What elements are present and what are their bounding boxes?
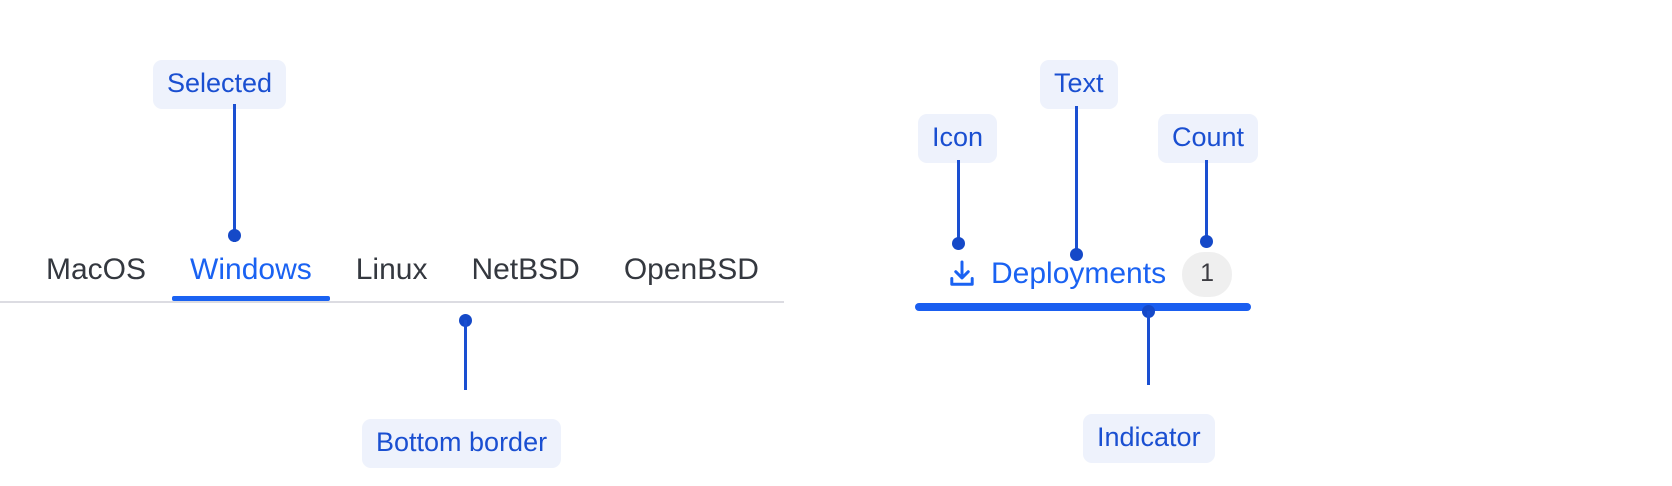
tab-netbsd[interactable]: NetBSD [449,255,601,301]
leader-line-count [1205,160,1208,238]
download-icon [950,260,974,286]
leader-dot-count [1200,235,1213,248]
leader-dot-selected [228,229,241,242]
leader-line-icon [957,160,960,240]
leader-line-selected [233,104,236,242]
tab-openbsd-label: OpenBSD [623,253,759,286]
tab-netbsd-label: NetBSD [471,253,580,286]
deployments-active-indicator [915,303,1251,311]
leader-dot-text [1070,248,1083,261]
deployments-tabbar: Deployments 1 [915,245,1265,325]
callout-icon: Icon [918,114,998,163]
tab-macos-label: MacOS [46,253,147,286]
tab-linux-label: Linux [355,253,428,286]
os-tabbar-bottom-border [0,301,784,303]
leader-dot-icon [952,237,965,250]
callout-count: Count [1158,114,1259,163]
leader-line-indicator [1147,311,1150,385]
callout-indicator: Indicator [1083,414,1215,463]
deployments-count-badge: 1 [1182,251,1233,297]
os-tabs-row: MacOS Windows Linux NetBSD OpenBSD [0,245,784,301]
callout-bottom-border: Bottom border [362,419,562,468]
tab-windows[interactable]: Windows [168,255,334,301]
tab-openbsd[interactable]: OpenBSD [602,255,781,301]
callout-text: Text [1040,60,1118,109]
leader-line-text [1075,106,1078,252]
leader-line-bottom-border [464,320,467,390]
tab-macos[interactable]: MacOS [24,255,168,301]
tab-linux[interactable]: Linux [334,255,450,301]
os-tabbar: MacOS Windows Linux NetBSD OpenBSD [0,245,784,317]
tab-deployments-label: Deployments [991,257,1167,290]
callout-selected: Selected [153,60,287,109]
tab-deployments[interactable]: Deployments 1 [915,245,1265,303]
tab-windows-label: Windows [190,253,312,286]
